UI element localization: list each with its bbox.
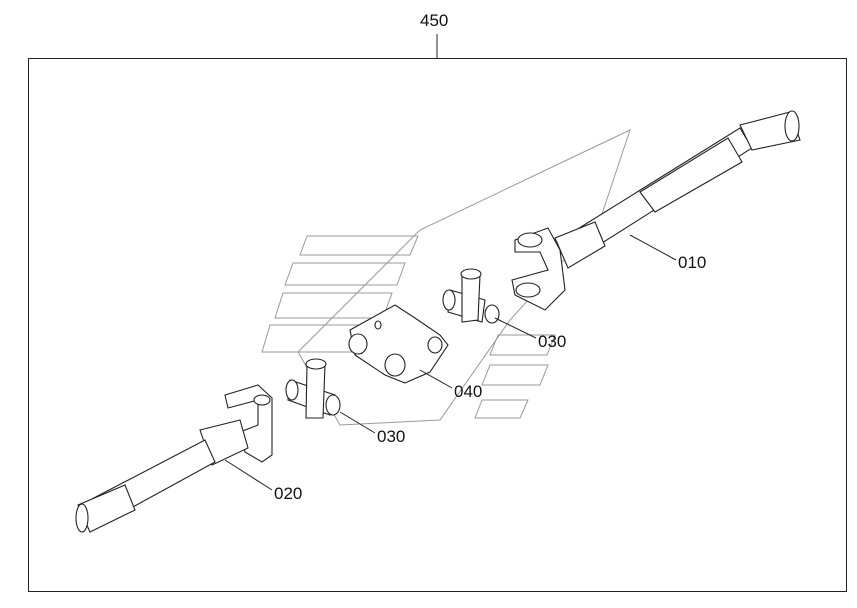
callout-030-lower: 030: [377, 427, 406, 446]
part-040-coupling: [348, 304, 449, 384]
part-020-shaft: [75, 384, 273, 533]
leader-030-lower: [339, 411, 376, 434]
callout-010: 010: [678, 253, 707, 272]
leader-020: [224, 459, 273, 491]
diagram-frame: [28, 58, 847, 592]
leader-040: [419, 369, 453, 389]
leader-030-upper: [494, 317, 537, 339]
callout-030-upper: 030: [538, 332, 567, 351]
assembly-number-label: 450: [420, 11, 449, 30]
part-010-shaft: [511, 110, 801, 311]
part-030-cross-upper: [442, 268, 500, 324]
leader-010: [629, 234, 677, 261]
part-030-cross-lower: [285, 358, 341, 419]
callout-020: 020: [274, 484, 303, 503]
callout-040: 040: [454, 382, 483, 401]
